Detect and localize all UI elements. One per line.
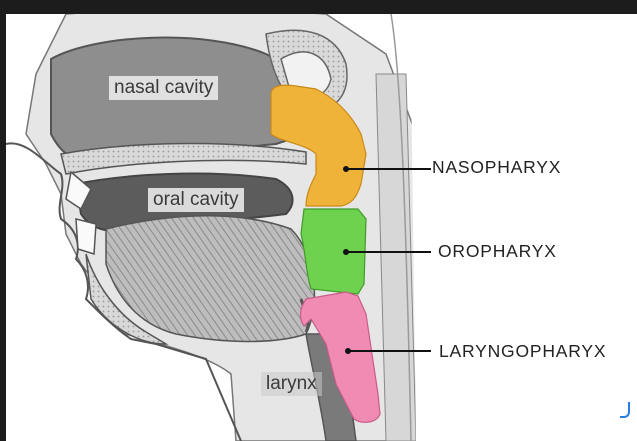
nasopharynx-dot: [343, 166, 349, 172]
mandible: [85, 253, 169, 345]
head-sagittal-diagram: [6, 14, 636, 441]
laryngopharynx-region: [299, 291, 381, 423]
nasopharynx-region: [270, 84, 367, 207]
laryngopharynx-dot: [345, 348, 351, 354]
neck-contour: [390, 14, 412, 441]
corner-mark-icon: [620, 402, 630, 418]
oropharynx-region: [300, 208, 367, 295]
hard-palate: [60, 142, 307, 175]
oropharynx-callout: OROPHARYX: [438, 241, 557, 261]
diagram-canvas: nasal cavity oral cavity larynx NASOPHAR…: [6, 14, 637, 441]
nasal-cavity-label: nasal cavity: [109, 76, 219, 100]
laryngopharynx-callout: LARYNGOPHARYX: [439, 341, 607, 361]
larynx-label: larynx: [261, 372, 322, 396]
spine-back: [401, 14, 636, 441]
oropharynx-dot: [343, 249, 349, 255]
nasopharynx-callout: NASOPHARYX: [432, 157, 562, 177]
oral-cavity-label: oral cavity: [148, 188, 244, 212]
cervical-spine: [375, 73, 417, 441]
lower-teeth: [75, 218, 97, 255]
upper-teeth: [65, 170, 92, 211]
